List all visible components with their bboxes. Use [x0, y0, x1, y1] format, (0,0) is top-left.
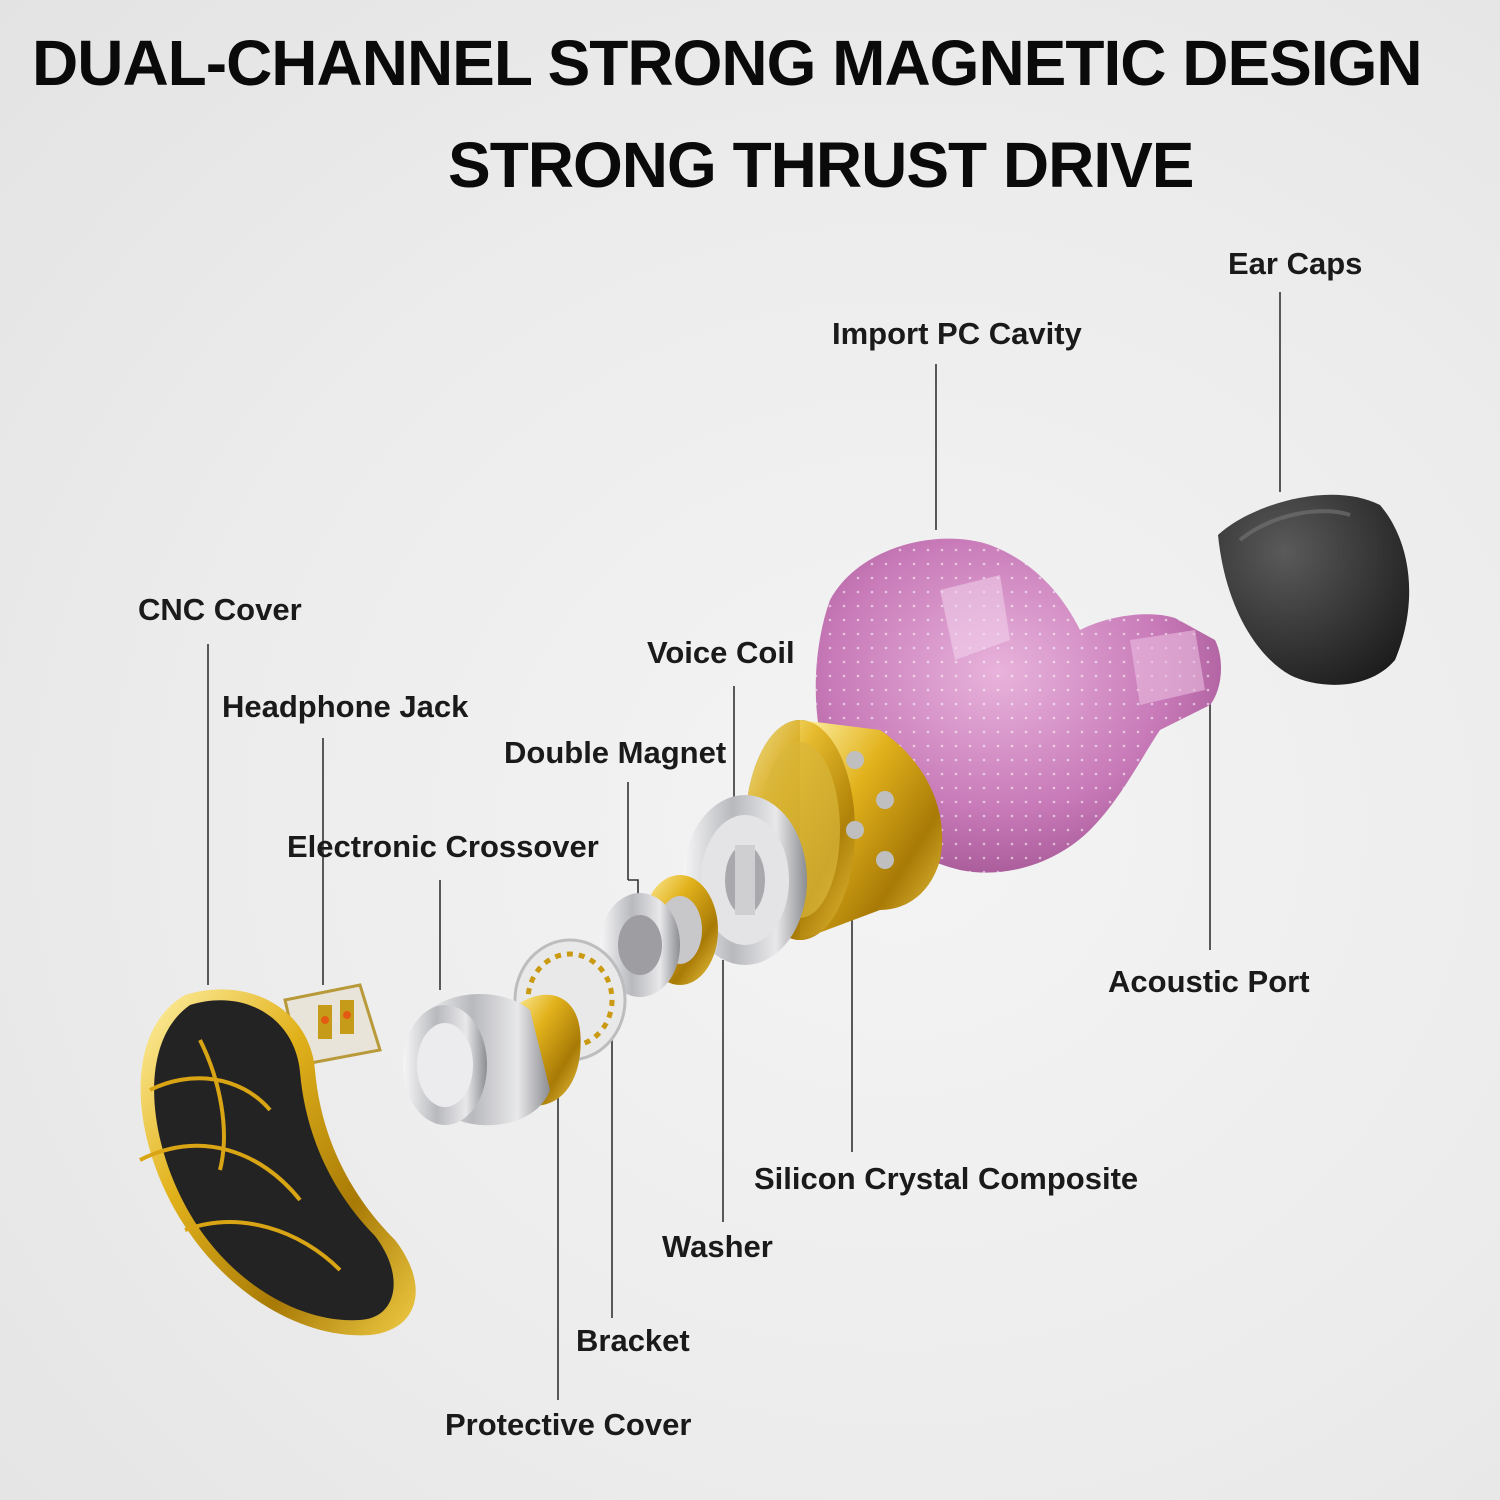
label-ear-caps: Ear Caps: [1228, 246, 1363, 281]
cnc-cover-part: [139, 989, 416, 1336]
label-washer: Washer: [662, 1229, 773, 1264]
label-double-magnet: Double Magnet: [504, 735, 727, 770]
headline-line-2: STRONG THRUST DRIVE: [448, 129, 1194, 201]
label-silicon-crystal-composite: Silicon Crystal Composite: [754, 1161, 1139, 1196]
electronic-crossover-part: [403, 993, 550, 1126]
label-cnc-cover: CNC Cover: [138, 592, 302, 627]
label-voice-coil: Voice Coil: [647, 635, 795, 670]
label-import-pc-cavity: Import PC Cavity: [832, 316, 1082, 351]
label-electronic-crossover: Electronic Crossover: [287, 829, 599, 864]
label-protective-cover: Protective Cover: [445, 1407, 692, 1442]
ear-cap-part: [1218, 494, 1410, 685]
label-headphone-jack: Headphone Jack: [222, 689, 469, 724]
label-bracket: Bracket: [576, 1323, 690, 1358]
double-magnet-part: [600, 893, 680, 997]
leader-lines: [207, 292, 1281, 1400]
headline-line-1: DUAL-CHANNEL STRONG MAGNETIC DESIGN: [32, 27, 1423, 99]
label-acoustic-port: Acoustic Port: [1108, 964, 1310, 999]
